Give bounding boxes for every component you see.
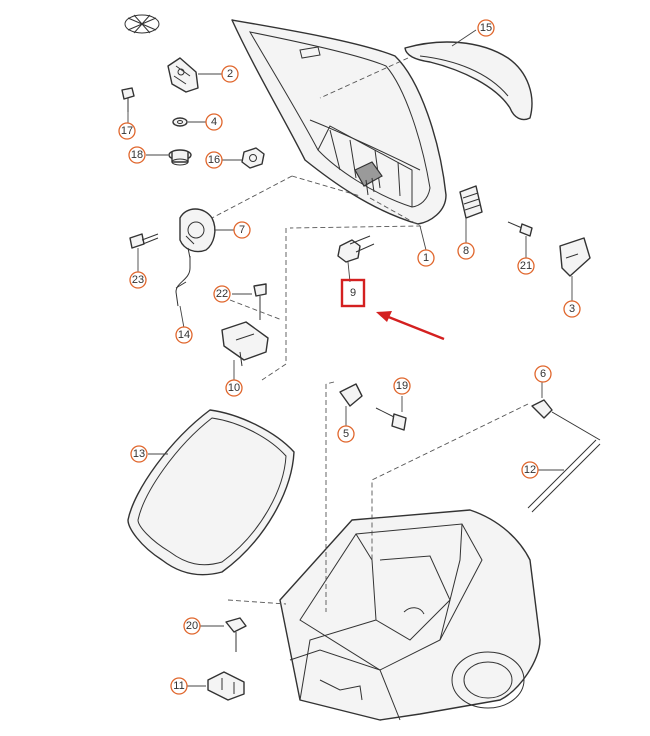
callout-13[interactable]: 13 (130, 445, 148, 463)
callout-ring (170, 677, 188, 695)
callout-label: 2 (227, 68, 233, 80)
callout-label: 11 (173, 680, 184, 692)
callout-label: 12 (524, 464, 536, 476)
bolt-19[interactable] (375, 407, 407, 431)
bolt-22[interactable] (253, 283, 267, 320)
callout-15[interactable]: 15 (477, 19, 495, 37)
leader-lines (127, 29, 573, 687)
callout-label: 21 (520, 260, 532, 272)
bolt-23[interactable] (129, 233, 159, 249)
buffer-9[interactable] (337, 235, 375, 263)
cable-14[interactable] (175, 256, 191, 307)
bolt-21[interactable] (507, 221, 533, 237)
callout-label: 7 (239, 224, 245, 236)
callout-9[interactable]: 9 (350, 287, 356, 299)
callout-ring (563, 300, 581, 318)
callout-ring (175, 326, 193, 344)
callout-10[interactable]: 10 (225, 379, 243, 397)
callout-label: 19 (396, 380, 408, 392)
callout-label: 22 (216, 288, 228, 300)
callout-2[interactable]: 2 (221, 65, 239, 83)
tailgate-frame[interactable] (231, 19, 447, 225)
callout-label: 13 (133, 448, 145, 460)
highlight-box (340, 278, 366, 308)
callout-20[interactable]: 20 (183, 617, 201, 635)
lock-actuator[interactable] (179, 208, 216, 259)
bolt-17[interactable] (121, 87, 135, 112)
highlight-arrow (376, 311, 445, 341)
latch-11[interactable] (207, 671, 245, 701)
callout-5[interactable]: 5 (337, 425, 355, 443)
callout-label: 9 (350, 287, 356, 299)
bolt-20[interactable] (225, 617, 247, 652)
callout-label: 6 (540, 368, 546, 380)
hinge-assembly[interactable] (167, 57, 199, 93)
callout-ring (233, 221, 251, 239)
nut-16[interactable] (241, 147, 265, 169)
callout-6[interactable]: 6 (534, 365, 552, 383)
washer-4[interactable] (172, 117, 188, 127)
callout-ring (128, 146, 146, 164)
callout-label: 17 (121, 125, 133, 137)
callout-label: 8 (463, 245, 469, 257)
gas-strut[interactable] (527, 399, 601, 513)
callout-22[interactable]: 22 (213, 285, 231, 303)
callout-1[interactable]: 1 (417, 249, 435, 267)
callout-3[interactable]: 3 (563, 300, 581, 318)
callout-14[interactable]: 14 (175, 326, 193, 344)
callout-12[interactable]: 12 (521, 461, 539, 479)
callout-label: 14 (178, 329, 190, 341)
callout-8[interactable]: 8 (457, 242, 475, 260)
callout-label: 1 (423, 252, 429, 264)
striker-10[interactable] (221, 321, 269, 367)
callout-label: 10 (228, 382, 240, 394)
callout-16[interactable]: 16 (205, 151, 223, 169)
callout-label: 16 (208, 154, 220, 166)
callout-21[interactable]: 21 (517, 257, 535, 275)
bumper-5[interactable] (339, 383, 363, 407)
brand-logo-icon (124, 14, 160, 34)
callout-ring (534, 365, 552, 383)
callout-ring (130, 445, 148, 463)
bracket-8[interactable] (459, 185, 483, 219)
callout-ring (205, 113, 223, 131)
callout-label: 4 (211, 116, 217, 128)
callout-ring (393, 377, 411, 395)
callout-ring (477, 19, 495, 37)
rear-window-glass[interactable] (127, 409, 295, 576)
cap-3[interactable] (559, 237, 591, 277)
callout-ring (221, 65, 239, 83)
callout-11[interactable]: 11 (170, 677, 188, 695)
callout-ring (225, 379, 243, 397)
callout-label: 18 (131, 149, 143, 161)
callout-ring (213, 285, 231, 303)
callout-23[interactable]: 23 (129, 271, 147, 289)
callout-ring (517, 257, 535, 275)
callout-ring (205, 151, 223, 169)
callout-label: 3 (569, 303, 575, 315)
callout-ring (129, 271, 147, 289)
callout-label: 5 (343, 428, 349, 440)
callout-7[interactable]: 7 (233, 221, 251, 239)
callout-ring (521, 461, 539, 479)
callout-label: 15 (480, 22, 492, 34)
callout-ring (457, 242, 475, 260)
rear-spoiler[interactable] (404, 41, 533, 121)
callout-ring (417, 249, 435, 267)
callout-ring (183, 617, 201, 635)
car-body (279, 509, 541, 721)
callout-17[interactable]: 17 (118, 122, 136, 140)
callout-ring (337, 425, 355, 443)
callout-ring (118, 122, 136, 140)
callout-label: 20 (186, 620, 198, 632)
callout-4[interactable]: 4 (205, 113, 223, 131)
callout-label: 23 (132, 274, 144, 286)
grommet-18[interactable] (168, 149, 192, 166)
callout-18[interactable]: 18 (128, 146, 146, 164)
callout-19[interactable]: 19 (393, 377, 411, 395)
